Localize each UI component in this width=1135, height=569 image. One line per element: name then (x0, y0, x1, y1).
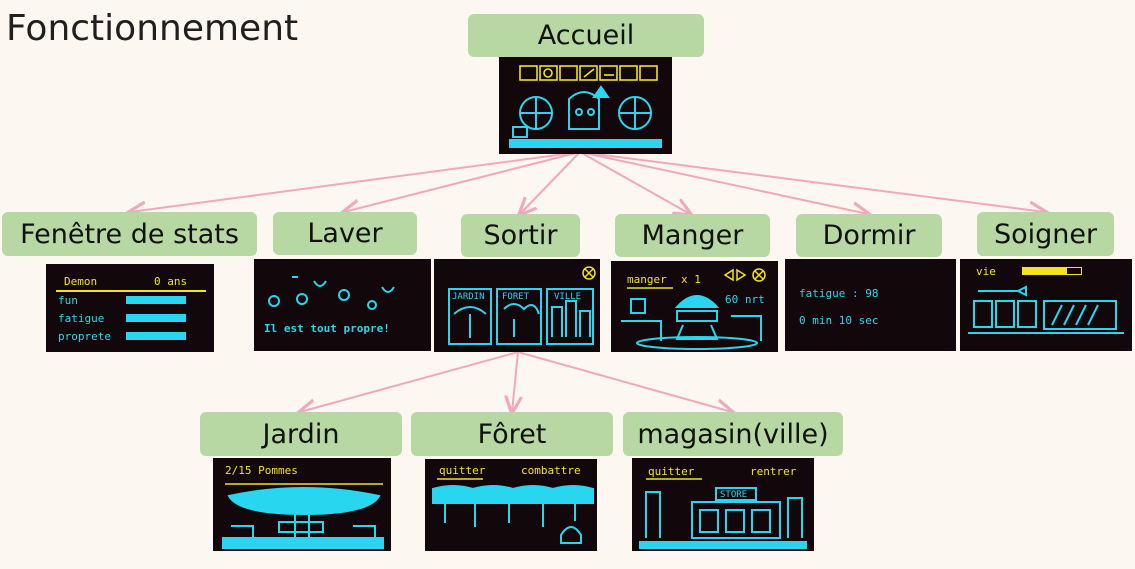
sortir-option-ville: VILLE (554, 292, 582, 302)
arrow-to-soigner (579, 151, 1045, 212)
stats-bar-fun (126, 296, 186, 304)
soigner-art (968, 285, 1124, 334)
foret-combattre: combattre (521, 464, 581, 477)
close-circle-icon (582, 266, 596, 280)
manger-qty: x 1 (681, 273, 701, 286)
arrow-to-foret (512, 351, 518, 412)
screen-manger: manger x 1 60 nrt (611, 261, 778, 352)
node-laver: Laver (273, 212, 417, 255)
sortir-option-jardin: JARDIN (452, 292, 485, 302)
stats-bar-proprete (126, 332, 186, 340)
foret-art (432, 478, 594, 544)
sortir-art (448, 266, 596, 345)
screen-stats: Demon 0 ans fun fatigue proprete (46, 264, 214, 352)
manger-price: 60 nrt (725, 293, 765, 306)
soigner-vie-bar (1022, 267, 1082, 275)
magasin-store-sign: STORE (720, 490, 748, 500)
node-manger: Manger (615, 214, 770, 257)
magasin-quitter: quitter (648, 465, 695, 478)
screen-laver: Il est tout propre! (254, 259, 431, 351)
dormir-fatigue: fatigue : 98 (799, 287, 879, 300)
node-manger-label: Manger (641, 220, 744, 251)
screen-accueil (499, 57, 672, 154)
arrow-to-stats (130, 151, 581, 212)
soigner-vie-label: vie (976, 265, 996, 278)
node-soigner-label: Soigner (993, 218, 1098, 250)
manger-art (621, 268, 766, 350)
stats-bar-fatigue (126, 314, 186, 322)
node-sortir: Sortir (461, 214, 580, 257)
node-dormir-label: Dormir (822, 220, 916, 251)
stats-row-label: proprete (58, 330, 111, 343)
node-soigner: Soigner (977, 212, 1114, 256)
arrow-to-magasin (517, 351, 732, 412)
bubbles-art (268, 276, 395, 310)
stats-divider (56, 290, 206, 292)
stats-name: Demon (64, 275, 98, 288)
node-magasin-label: magasin(ville) (637, 418, 829, 450)
node-foret-label: Fôret (477, 418, 547, 450)
manger-item: manger (627, 273, 667, 286)
node-sortir-label: Sortir (483, 220, 558, 251)
screen-foret: quitter combattre (425, 459, 597, 551)
arrow-to-sortir (520, 151, 581, 214)
node-stats-label: Fenêtre de stats (20, 218, 239, 250)
home-screen-art (509, 65, 662, 148)
stats-row-label: fatigue (58, 312, 105, 325)
screen-sortir: JARDIN FORET VILLE (434, 259, 600, 352)
arrow-to-jardin (300, 351, 519, 412)
node-magasin: magasin(ville) (623, 412, 843, 456)
dormir-timer: 0 min 10 sec (799, 314, 879, 327)
node-accueil-label: Accueil (537, 20, 635, 51)
screen-soigner: vie (960, 259, 1132, 351)
foret-quitter: quitter (439, 464, 486, 477)
arrow-to-manger (579, 151, 690, 214)
laver-text: Il est tout propre! (264, 322, 390, 335)
node-dormir: Dormir (796, 214, 942, 257)
jardin-pommes: 2/15 Pommes (225, 464, 298, 477)
node-stats: Fenêtre de stats (2, 212, 257, 256)
node-accueil: Accueil (468, 14, 704, 57)
sortir-option-foret: FORET (502, 292, 530, 302)
node-laver-label: Laver (307, 218, 383, 249)
screen-dormir: fatigue : 98 0 min 10 sec (785, 259, 956, 351)
screen-jardin: 2/15 Pommes (213, 458, 391, 551)
page-title: Fonctionnement (6, 8, 299, 49)
stats-row-label: fun (58, 294, 78, 307)
screen-magasin: quitter rentrer STORE (632, 458, 814, 551)
arrow-to-laver (344, 151, 581, 212)
stats-age: 0 ans (154, 275, 188, 288)
magasin-art (639, 478, 807, 549)
node-foret: Fôret (411, 412, 613, 456)
magasin-rentrer: rentrer (750, 465, 797, 478)
node-jardin-label: Jardin (262, 418, 340, 450)
node-jardin: Jardin (200, 412, 402, 456)
arrow-to-dormir (579, 151, 868, 214)
jardin-art (222, 483, 384, 549)
